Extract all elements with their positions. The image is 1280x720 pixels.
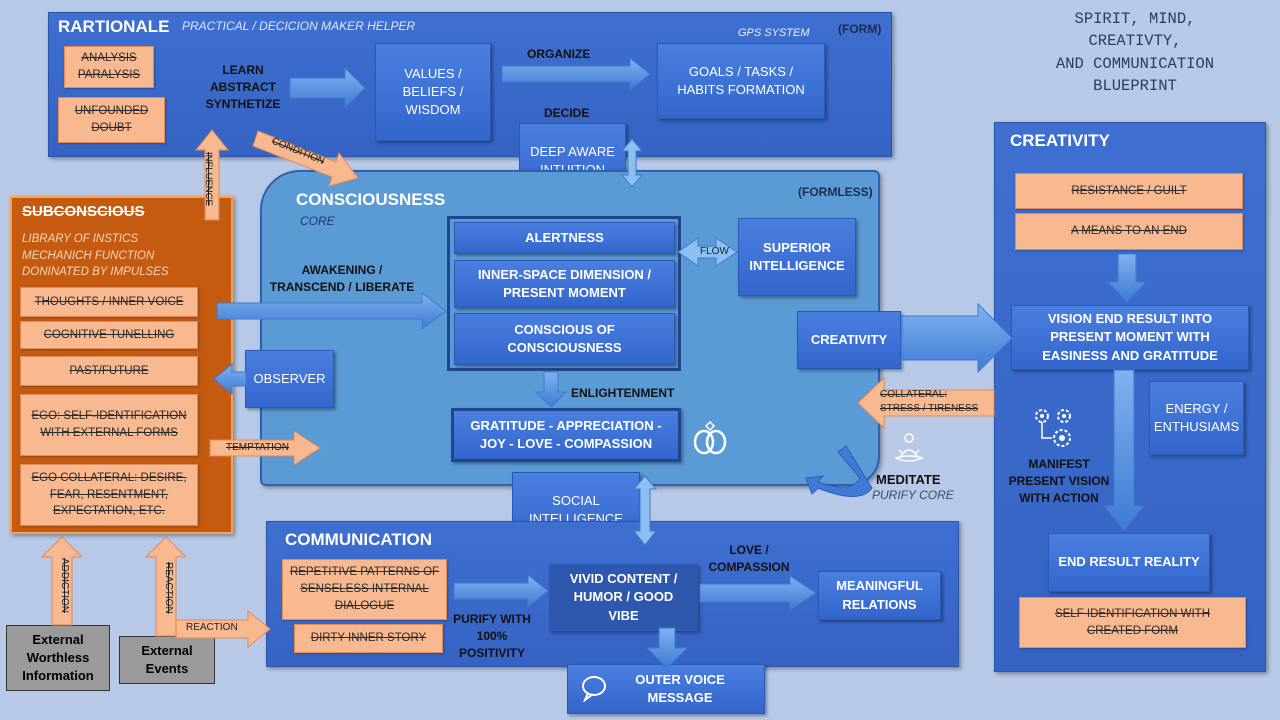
rational-title: RARTIONALE bbox=[58, 17, 170, 36]
influence-label: INFLUENCE bbox=[203, 152, 214, 206]
organize-label: ORGANIZE bbox=[527, 47, 591, 61]
subconscious-item: PAST/FUTURE bbox=[20, 356, 198, 386]
enlightenment-label: ENLIGHTENMENT bbox=[571, 386, 675, 400]
unfounded-doubt-box: UNFOUNDED DOUBT bbox=[58, 97, 165, 143]
speech-bubble-icon bbox=[582, 676, 606, 702]
creativity-core-box: CREATIVITY bbox=[797, 311, 901, 369]
purify-label: PURIFY WITH 100% POSITIVITY bbox=[453, 612, 531, 660]
subconscious-item: EGO: SELF-IDENTIFICATION WITH EXTERNAL F… bbox=[20, 394, 198, 456]
repetitive-patterns-box: REPETITIVE PATTERNS OF SENSELESS INTERNA… bbox=[282, 559, 447, 620]
vision-end-result-box: VISION END RESULT INTO PRESENT MOMENT WI… bbox=[1011, 305, 1249, 370]
formless-label: (FORMLESS) bbox=[798, 185, 873, 199]
decide-label: DECIDE bbox=[544, 106, 590, 120]
addiction-label: ADDICTION bbox=[59, 558, 70, 613]
vivid-content-box: VIVID CONTENT / HUMOR / GOOD VIBE bbox=[549, 564, 698, 631]
subconscious-item: EGO COLLATERAL: DESIRE, FEAR, RESENTMENT… bbox=[20, 464, 198, 526]
form-label: (FORM) bbox=[838, 22, 882, 36]
consciousness-title: CONSCIOUSNESS bbox=[296, 190, 446, 209]
goals-box: GOALS / TASKS / HABITS FORMATION bbox=[657, 43, 825, 119]
blueprint-title: SPIRIT, MIND, CREATIVTY, AND COMMUNICATI… bbox=[1030, 8, 1240, 98]
subconscious-item: THOUGHTS / INNER VOICE bbox=[20, 287, 198, 317]
outer-voice-box: OUTER VOICE MESSAGE bbox=[567, 664, 765, 714]
collateral-label: COLLATERAL: STRESS / TIRENESS bbox=[880, 389, 979, 414]
observer-box: OBSERVER bbox=[245, 350, 334, 408]
external-events-box: External Events bbox=[119, 636, 215, 684]
title-line-1: SPIRIT, MIND, CREATIVTY, bbox=[1074, 10, 1196, 51]
communication-title: COMMUNICATION bbox=[285, 530, 432, 549]
external-worthless-box: External Worthless Information bbox=[6, 625, 110, 691]
resistance-guilt-box: RESISTANCE / GUILT bbox=[1015, 173, 1243, 209]
awakening-label: AWAKENING / TRANSCEND / LIBERATE bbox=[269, 263, 415, 294]
meditation-icon bbox=[893, 433, 925, 462]
reaction-up-label: REACTION bbox=[163, 562, 174, 614]
meaningful-relations-box: MEANINGFUL RELATIONS bbox=[818, 571, 941, 620]
creativity-title: CREATIVITY bbox=[1010, 131, 1110, 150]
analysis-paralysis-box: ANALYSIS PARALYSIS bbox=[64, 46, 154, 88]
values-box: VALUES / BELIEFS / WISDOM bbox=[375, 43, 491, 141]
gps-label: GPS SYSTEM bbox=[738, 27, 810, 39]
dirty-inner-story-box: DIRTY INNER STORY bbox=[294, 624, 443, 653]
gratitude-box: GRATITUDE - APPRECIATION - JOY - LOVE - … bbox=[451, 408, 681, 462]
energy-box: ENERGY / ENTHUSIAMS bbox=[1149, 381, 1244, 455]
subconscious-item: COGNITIVE TUNELLING bbox=[20, 321, 198, 349]
consciousness-subtitle: CORE bbox=[300, 214, 335, 228]
end-result-reality-box: END RESULT REALITY bbox=[1048, 533, 1210, 592]
temptation-label: TEMPTATION bbox=[226, 442, 289, 453]
means-to-end-box: A MEANS TO AN END bbox=[1015, 213, 1243, 250]
gears-icon bbox=[1035, 409, 1071, 447]
outer-voice-label: OUTER VOICE MESSAGE bbox=[635, 671, 725, 705]
manifest-label: MANIFEST PRESENT VISION WITH ACTION bbox=[1008, 457, 1110, 505]
title-line-2: AND COMMUNICATION bbox=[1055, 54, 1215, 73]
reaction-right-label: REACTION bbox=[186, 622, 238, 633]
subconscious-title: SUBCONSCIOUS bbox=[22, 203, 145, 220]
learn-label: LEARN ABSTRACT SYNTHETIZE bbox=[205, 63, 281, 111]
purify-core-label: PURIFY CORE bbox=[872, 488, 954, 502]
love-compassion-label: LOVE / COMPASSION bbox=[708, 543, 790, 574]
superior-intelligence-box: SUPERIOR INTELLIGENCE bbox=[738, 218, 856, 296]
meditate-label: MEDITATE bbox=[876, 472, 941, 487]
flow-label: FLOW bbox=[700, 246, 729, 257]
self-identification-box: SELF IDENTIFICATION WITH CREATED FORM bbox=[1019, 597, 1246, 648]
rational-subtitle: PRACTICAL / DECICION MAKER HELPER bbox=[182, 19, 416, 33]
effortless-label: EFFORTLESS CREATE bbox=[906, 323, 986, 354]
subconscious-description: LIBRARY OF INSTICS MECHANICH FUNCTION DO… bbox=[22, 233, 169, 279]
inner-space-box: INNER-SPACE DIMENSION / PRESENT MOMENT bbox=[454, 260, 675, 308]
rings-icon bbox=[693, 420, 727, 455]
alertness-box: ALERTNESS bbox=[454, 222, 675, 254]
title-line-3: BLUEPRINT bbox=[1093, 77, 1177, 96]
conscious-of-box: CONSCIOUS OF CONSCIOUSNESS bbox=[454, 313, 675, 365]
